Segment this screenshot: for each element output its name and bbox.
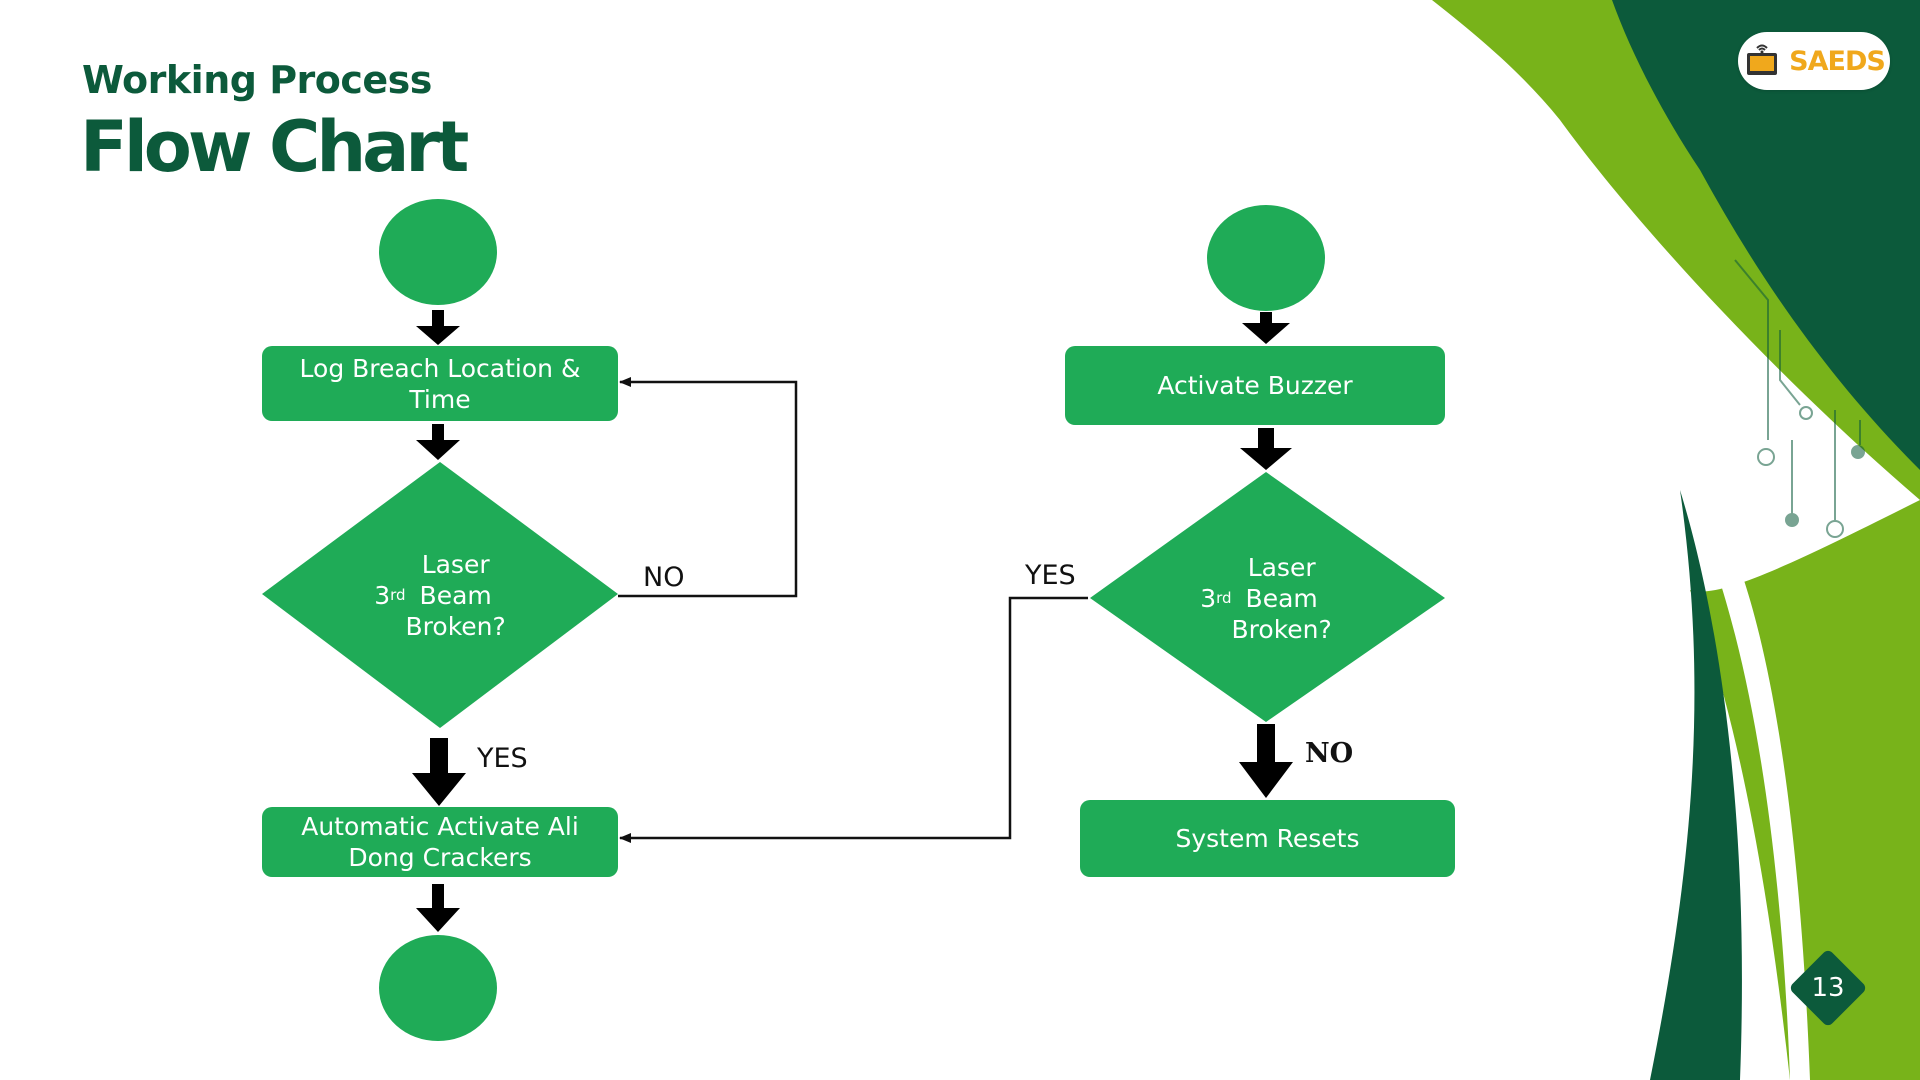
right-yes-label: YES	[1025, 560, 1076, 591]
left-start-terminal	[379, 199, 497, 305]
arrow-log-to-decision	[416, 424, 460, 460]
dark-swoosh-bottom	[1650, 490, 1742, 1080]
page-number: 13	[1811, 973, 1845, 1003]
arrow-buzzer-to-decision	[1240, 428, 1292, 470]
saeds-logo: SAEDS	[1738, 32, 1890, 90]
left-no-label: NO	[643, 562, 685, 593]
arrow-crackers-to-end	[416, 884, 460, 932]
system-resets-box	[1080, 800, 1455, 877]
arrow-start-to-log	[416, 310, 460, 345]
activate-buzzer-label: Activate Buzzer	[1157, 371, 1353, 400]
white-gap-stripe	[1680, 480, 1810, 1080]
activate-buzzer-box	[1065, 346, 1445, 425]
system-resets-label: System Resets	[1175, 824, 1360, 853]
left-decision-diamond	[262, 462, 618, 728]
arrow-no-loop-back	[618, 377, 798, 598]
arrow-decision-to-crackers	[412, 738, 466, 806]
log-breach-box	[262, 346, 618, 421]
arrow-yes-to-crackers	[619, 596, 1088, 843]
slide-title: Flow Chart	[80, 106, 469, 188]
arrow-decision-to-reset	[1239, 724, 1293, 798]
activate-crackers-label: Automatic Activate Ali Dong Crackers	[301, 812, 579, 872]
activate-crackers-box	[262, 807, 618, 877]
right-start-terminal	[1207, 205, 1325, 311]
left-yes-label: YES	[477, 743, 528, 774]
wifi-monitor-icon	[1747, 44, 1778, 75]
log-breach-label: Log Breach Location & Time	[299, 353, 581, 414]
page-number-badge: 13	[1788, 948, 1868, 1028]
slide-subtitle: Working Process	[82, 58, 432, 102]
arrow-start-to-buzzer	[1242, 312, 1290, 344]
right-decision-diamond	[1090, 472, 1445, 722]
right-no-label: NO	[1305, 738, 1354, 769]
left-end-terminal	[379, 935, 497, 1041]
dark-swoosh-top	[1612, 0, 1920, 470]
logo-text: SAEDS	[1789, 45, 1886, 77]
circuit-decoration	[1734, 259, 1865, 538]
